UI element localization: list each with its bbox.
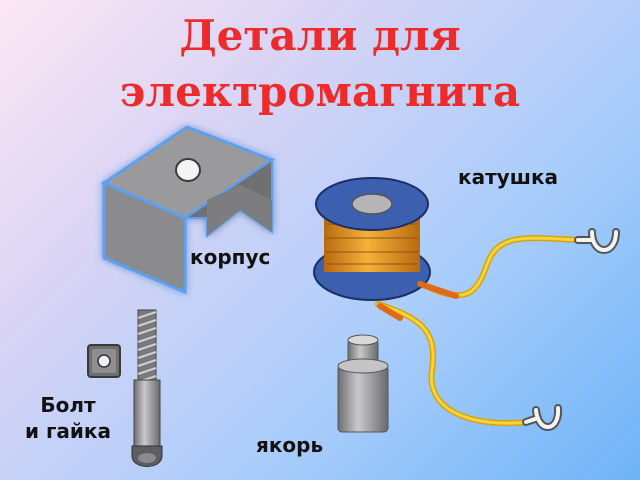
coil xyxy=(313,177,431,301)
housing-bracket xyxy=(100,125,276,295)
wire-terminal-top xyxy=(574,228,620,254)
armature-cylinder xyxy=(337,334,389,433)
label-bolt-line-2: и гайка xyxy=(24,419,111,443)
coil-wires xyxy=(375,235,583,427)
title-line-1: Детали для xyxy=(179,11,461,60)
wire-terminal-bottom xyxy=(522,404,563,431)
label-bolt-line-1: Болт xyxy=(40,393,96,417)
nut xyxy=(87,344,121,378)
label-housing: корпус xyxy=(190,245,271,269)
label-armature: якорь xyxy=(256,433,324,457)
page-title: Детали для электромагнита xyxy=(0,8,640,120)
bolt xyxy=(131,309,163,467)
title-line-2: электромагнита xyxy=(119,67,521,116)
label-coil: катушка xyxy=(458,165,559,189)
label-bolt-and-nut: Болт и гайка xyxy=(22,392,114,444)
